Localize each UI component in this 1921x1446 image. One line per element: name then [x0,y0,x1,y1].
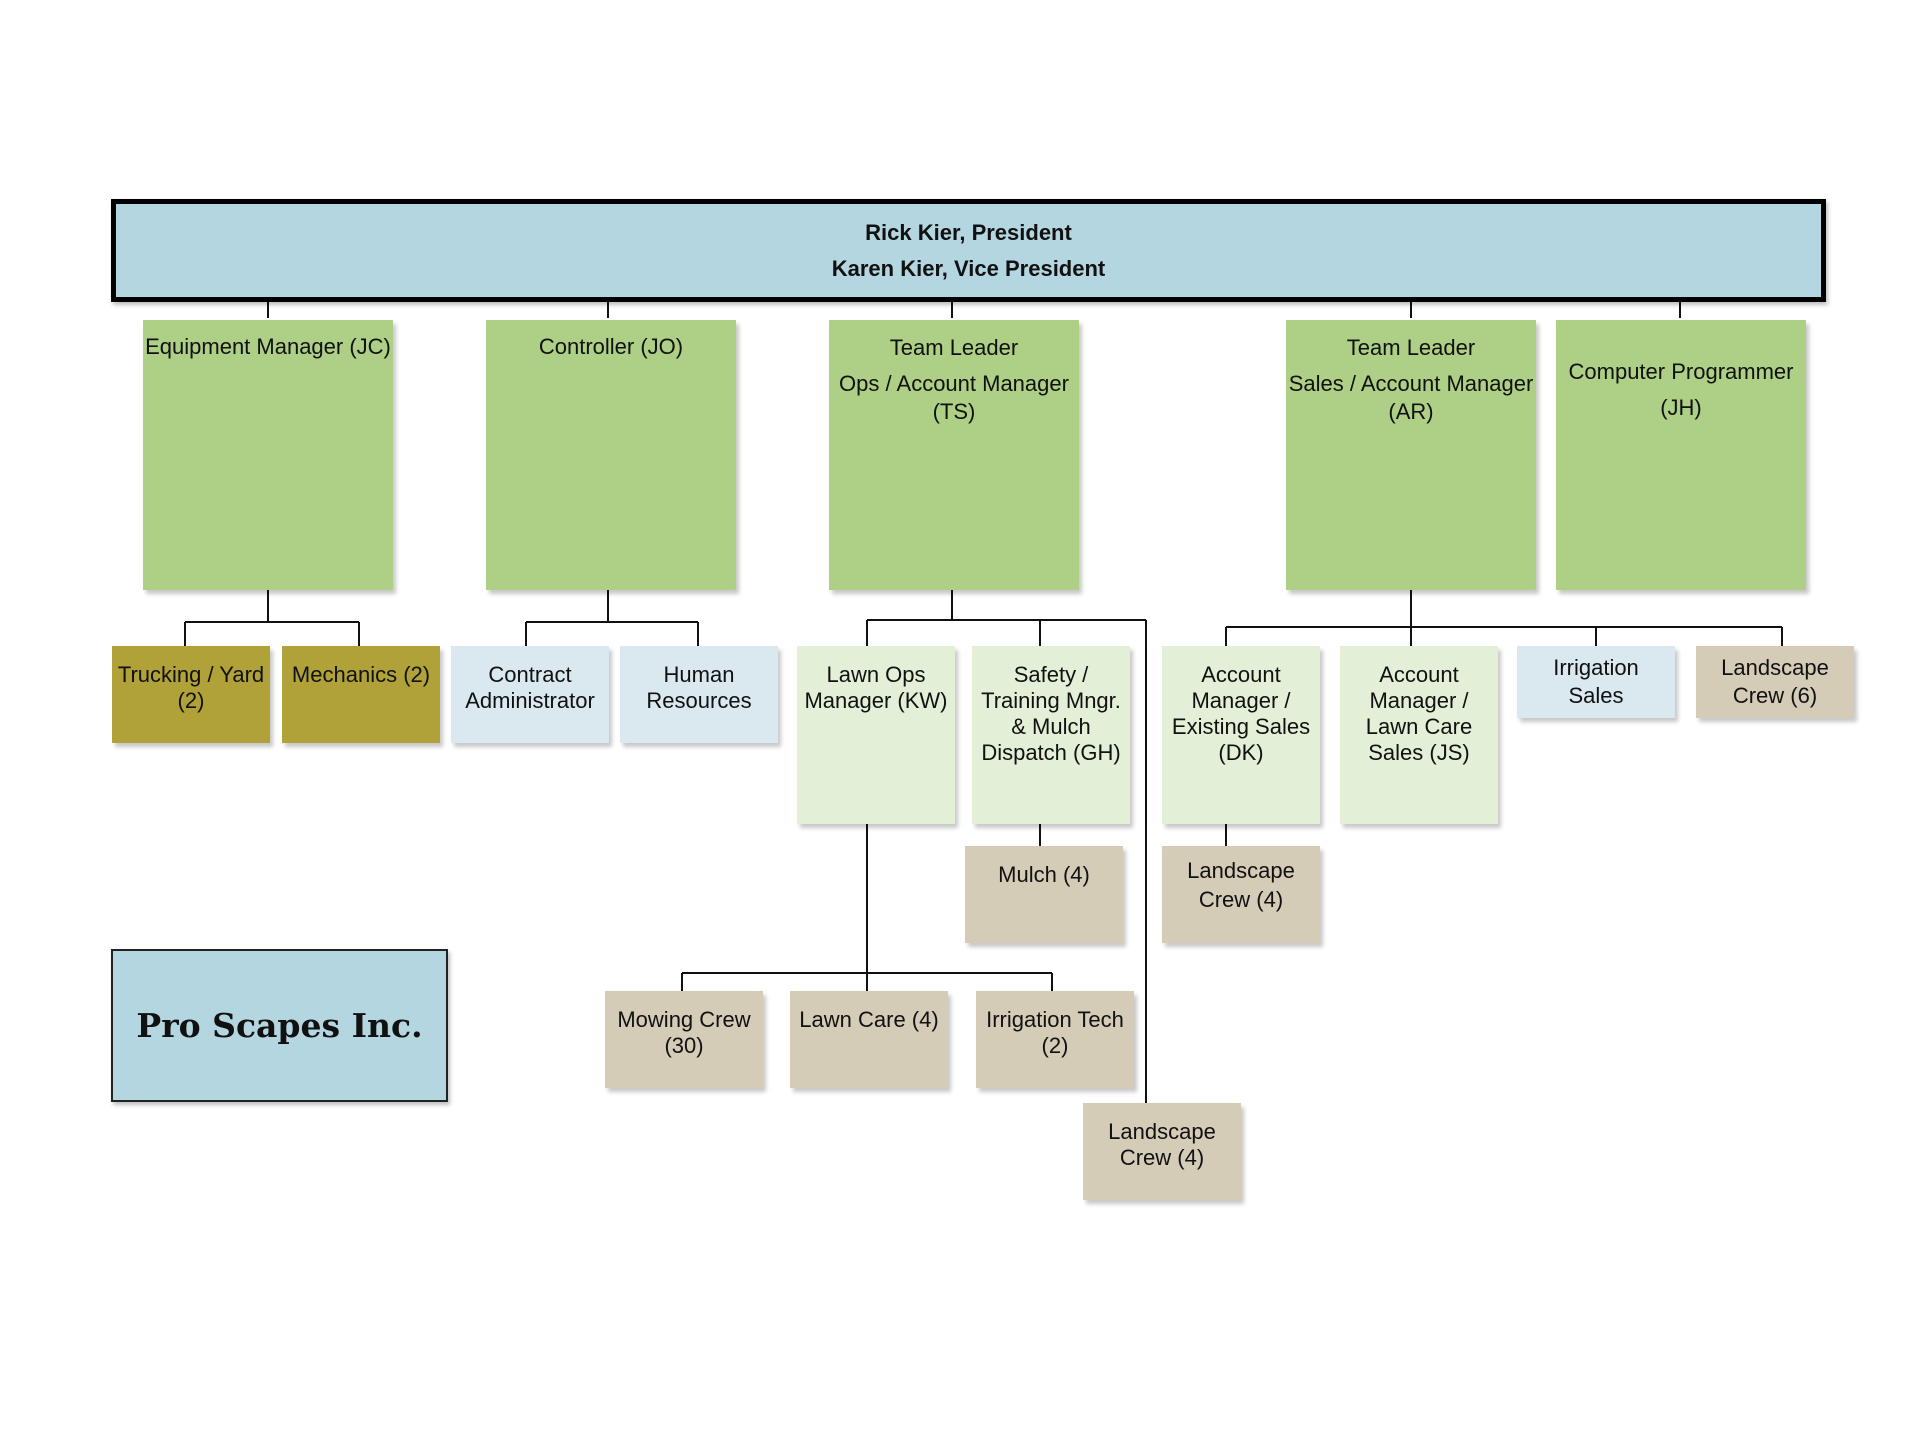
account-manager-existing-line3: Existing Sales [1171,714,1311,739]
vice-president-name: Karen Kier, Vice President [831,255,1106,281]
irrigation-tech-line1: Irrigation Tech [986,1007,1124,1032]
lawn-care-crew-box: Lawn Care (4) [790,991,948,1088]
trucking-yard-line1: Trucking / Yard [117,662,265,687]
account-manager-lawn-care-line3: Lawn Care [1365,714,1473,739]
controller-label: Controller (JO) [538,334,684,359]
sales-team-leader-line2: Sales / Account Manager [1288,371,1534,396]
controller-box: Controller (JO) [486,320,736,590]
computer-programmer-line1: Computer Programmer [1568,359,1794,384]
mowing-crew-line2: (30) [664,1033,704,1058]
mowing-crew-line1: Mowing Crew [617,1007,751,1032]
account-manager-lawn-care-box: Account Manager / Lawn Care Sales (JS) [1340,646,1498,824]
ops-team-leader-line1: Team Leader [889,335,1019,360]
lawn-ops-manager-line2: Manager (KW) [804,688,948,713]
lawn-ops-manager-line1: Lawn Ops [826,662,926,687]
account-manager-existing-line4: (DK) [1218,740,1264,765]
landscape-crew-ops-box: Landscape Crew (4) [1083,1103,1241,1200]
irrigation-tech-line2: (2) [1041,1033,1069,1058]
contract-administrator-box: Contract Administrator [451,646,609,743]
lawn-ops-manager-box: Lawn Ops Manager (KW) [797,646,955,824]
safety-training-line3: & Mulch [1011,714,1091,739]
president-name: Rick Kier, President [865,219,1072,245]
ops-team-leader-box: Team Leader Ops / Account Manager (TS) [829,320,1079,590]
safety-training-box: Safety / Training Mngr. & Mulch Dispatch… [972,646,1130,824]
landscape-crew-dk-box: Landscape Crew (4) [1162,846,1320,943]
contract-administrator-line1: Contract [488,662,572,687]
equipment-manager-box: Equipment Manager (JC) [143,320,393,590]
human-resources-line1: Human [663,662,735,687]
lawn-care-crew-label: Lawn Care (4) [799,1007,939,1032]
account-manager-lawn-care-line2: Manager / [1369,688,1469,713]
account-manager-lawn-care-line4: Sales (JS) [1368,740,1470,765]
ops-team-leader-line2: Ops / Account Manager [839,371,1069,396]
sales-team-leader-box: Team Leader Sales / Account Manager (AR) [1286,320,1536,590]
landscape-crew-dk-line2: Crew (4) [1198,887,1284,912]
mechanics-label: Mechanics (2) [291,662,431,687]
trucking-yard-line2: (2) [177,688,205,713]
contract-administrator-line2: Administrator [465,688,595,713]
mechanics-box: Mechanics (2) [282,646,440,743]
safety-training-line4: Dispatch (GH) [981,740,1121,765]
human-resources-box: Human Resources [620,646,778,743]
landscape-crew-ops-line2: Crew (4) [1119,1145,1205,1170]
mowing-crew-box: Mowing Crew (30) [605,991,763,1088]
landscape-crew-6-box: Landscape Crew (6) [1696,646,1854,718]
computer-programmer-box: Computer Programmer (JH) [1556,320,1806,590]
account-manager-existing-line2: Manager / [1191,688,1291,713]
company-name: Pro Scapes Inc. [136,1006,423,1045]
sales-team-leader-line1: Team Leader [1346,335,1476,360]
irrigation-sales-line1: Irrigation [1553,655,1639,680]
safety-training-line1: Safety / [1013,662,1089,687]
landscape-crew-6-line1: Landscape [1721,655,1829,680]
equipment-manager-label: Equipment Manager (JC) [145,334,391,359]
landscape-crew-6-line2: Crew (6) [1732,683,1818,708]
trucking-yard-box: Trucking / Yard (2) [112,646,270,743]
sales-team-leader-line3: (AR) [1388,399,1434,424]
landscape-crew-dk-line1: Landscape [1187,858,1295,883]
computer-programmer-line2: (JH) [1660,395,1702,420]
landscape-crew-ops-line1: Landscape [1108,1119,1216,1144]
company-logo-box: Pro Scapes Inc. [111,949,448,1102]
irrigation-sales-box: Irrigation Sales [1517,646,1675,718]
ops-team-leader-line3: (TS) [932,399,976,424]
account-manager-lawn-care-line1: Account [1379,662,1459,687]
irrigation-sales-line2: Sales [1568,683,1624,708]
mulch-crew-label: Mulch (4) [998,862,1090,887]
safety-training-line2: Training Mngr. [981,688,1121,713]
account-manager-existing-box: Account Manager / Existing Sales (DK) [1162,646,1320,824]
president-box: Rick Kier, President Karen Kier, Vice Pr… [111,199,1826,302]
account-manager-existing-line1: Account [1201,662,1281,687]
irrigation-tech-box: Irrigation Tech (2) [976,991,1134,1088]
mulch-crew-box: Mulch (4) [965,846,1123,943]
human-resources-line2: Resources [646,688,752,713]
